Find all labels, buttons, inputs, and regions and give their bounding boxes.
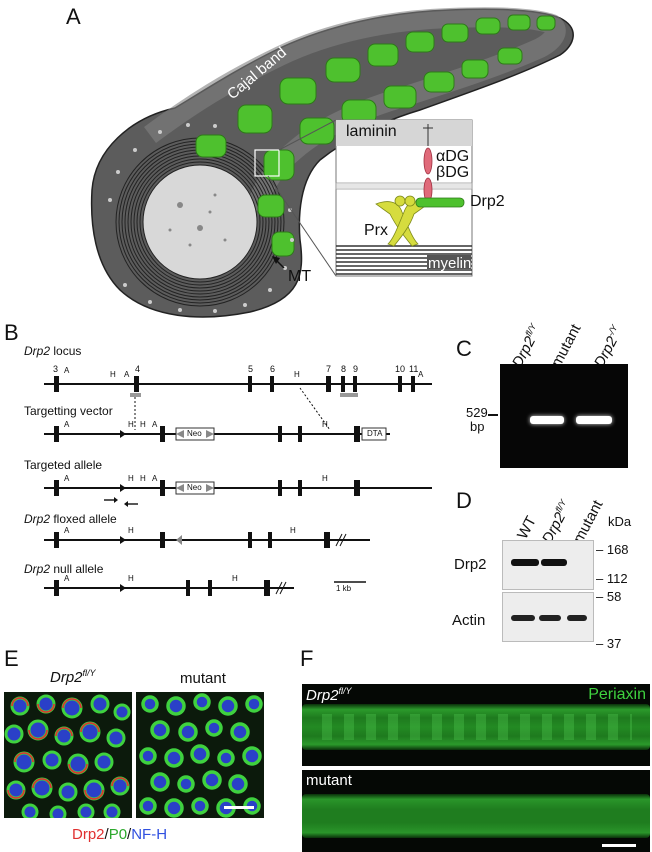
site-h: H xyxy=(232,574,238,583)
site-h: H xyxy=(128,574,134,583)
site-h: H xyxy=(140,474,146,483)
zoom-box-source xyxy=(254,149,280,177)
exon-number: 10 xyxy=(395,364,406,374)
schwann-cell-diagram xyxy=(90,7,574,318)
label-prx: Prx xyxy=(364,222,388,239)
micrograph-f-mutant: mutant xyxy=(302,770,650,852)
exon-number: 7 xyxy=(326,364,332,374)
blot-column-label: WT xyxy=(514,513,540,542)
gene-maps xyxy=(44,376,432,596)
size-marker: 529 xyxy=(466,405,488,420)
panel-label-b: B xyxy=(4,320,19,345)
mw-marker: – 112 xyxy=(596,571,628,586)
micrograph-f-control: Drp2fl/Y Periaxin xyxy=(302,684,650,766)
site-a: A xyxy=(124,370,130,379)
gel-band xyxy=(576,416,612,424)
western-blot-drp2 xyxy=(502,540,594,590)
site-a: A xyxy=(64,420,70,429)
site-h: H xyxy=(128,526,134,535)
blot-band xyxy=(539,615,561,621)
panel-label-f: F xyxy=(300,646,314,671)
panel-label-d: D xyxy=(456,488,472,513)
label-laminin: laminin xyxy=(346,123,397,140)
scale-bar-label: 1 kb xyxy=(336,584,352,593)
stain-legend: Drp2/P0/NF-H xyxy=(72,826,168,843)
label-drp2: Drp2 xyxy=(470,193,505,210)
site-h: H xyxy=(322,474,328,483)
site-h: H xyxy=(110,370,116,379)
site-h: H xyxy=(128,474,134,483)
site-a: A xyxy=(64,474,70,483)
image-label: mutant xyxy=(180,670,226,687)
marker-label: Periaxin xyxy=(588,686,646,703)
mw-marker: – 58 xyxy=(596,589,622,604)
exon-number: 5 xyxy=(248,364,254,374)
blot-band xyxy=(511,615,535,621)
exon-number: 6 xyxy=(270,364,276,374)
gel-band xyxy=(530,416,564,424)
site-a: A xyxy=(152,474,158,483)
size-tick xyxy=(488,414,498,416)
locus-title: Drp2 locus xyxy=(24,344,82,358)
western-blot-actin xyxy=(502,592,594,642)
panel-label-a: A xyxy=(66,4,81,29)
targeted-allele-title: Targeted allele xyxy=(24,458,103,472)
site-h: H xyxy=(290,526,296,535)
image-label: mutant xyxy=(306,772,352,789)
site-h: H xyxy=(322,420,328,429)
panel-label-c: C xyxy=(456,336,472,361)
mw-marker: – 37 xyxy=(596,636,622,651)
size-unit: bp xyxy=(470,419,485,434)
kda-label: kDa xyxy=(608,514,632,529)
micrograph-e-mutant xyxy=(136,692,264,818)
blot-band xyxy=(567,615,587,621)
neo-cassette-label: Neo xyxy=(187,429,202,438)
exon-number: 4 xyxy=(135,364,141,374)
floxed-allele-title: Drp2 floxed allele xyxy=(24,512,117,526)
blot-row-label: Actin xyxy=(452,612,486,629)
scale-bar xyxy=(224,806,254,809)
dta-cassette-label: DTA xyxy=(367,429,383,438)
image-label: Drp2fl/Y xyxy=(50,668,96,686)
label-beta-dg: βDG xyxy=(436,164,470,181)
exon-number: 8 xyxy=(341,364,347,374)
micrograph-e-control xyxy=(4,692,132,818)
targeting-vector-title: Targetting vector xyxy=(24,404,113,418)
label-mt: MT xyxy=(288,268,312,285)
site-a: A xyxy=(64,526,70,535)
site-a: A xyxy=(64,574,70,583)
site-h: H xyxy=(128,420,134,429)
neo-cassette-label: Neo xyxy=(187,483,202,492)
exon-number: 11 xyxy=(409,364,419,374)
gel-lane-label: mutant xyxy=(548,321,585,370)
cajal-band-patches xyxy=(195,14,556,257)
site-a: A xyxy=(152,420,158,429)
exon-number: 9 xyxy=(353,364,359,374)
scale-bar xyxy=(602,844,636,847)
blot-row-label: Drp2 xyxy=(454,556,487,573)
blot-column-label: mutant xyxy=(570,497,607,546)
site-h: H xyxy=(294,370,300,379)
site-a: A xyxy=(64,366,70,375)
label-myelin: myelin xyxy=(428,255,472,272)
mw-marker: – 168 xyxy=(596,542,629,557)
blot-band xyxy=(511,559,539,566)
panel-label-e: E xyxy=(4,646,19,671)
site-h: H xyxy=(140,420,146,429)
axon xyxy=(142,164,258,280)
site-a: A xyxy=(418,370,424,379)
blot-band xyxy=(541,559,567,566)
image-label: Drp2fl/Y xyxy=(306,686,352,704)
label-alpha-dg: αDG xyxy=(436,148,470,165)
pcr-gel xyxy=(500,364,628,468)
null-allele-title: Drp2 null allele xyxy=(24,562,104,576)
inset-box xyxy=(335,119,473,277)
exon-number: 3 xyxy=(53,364,59,374)
